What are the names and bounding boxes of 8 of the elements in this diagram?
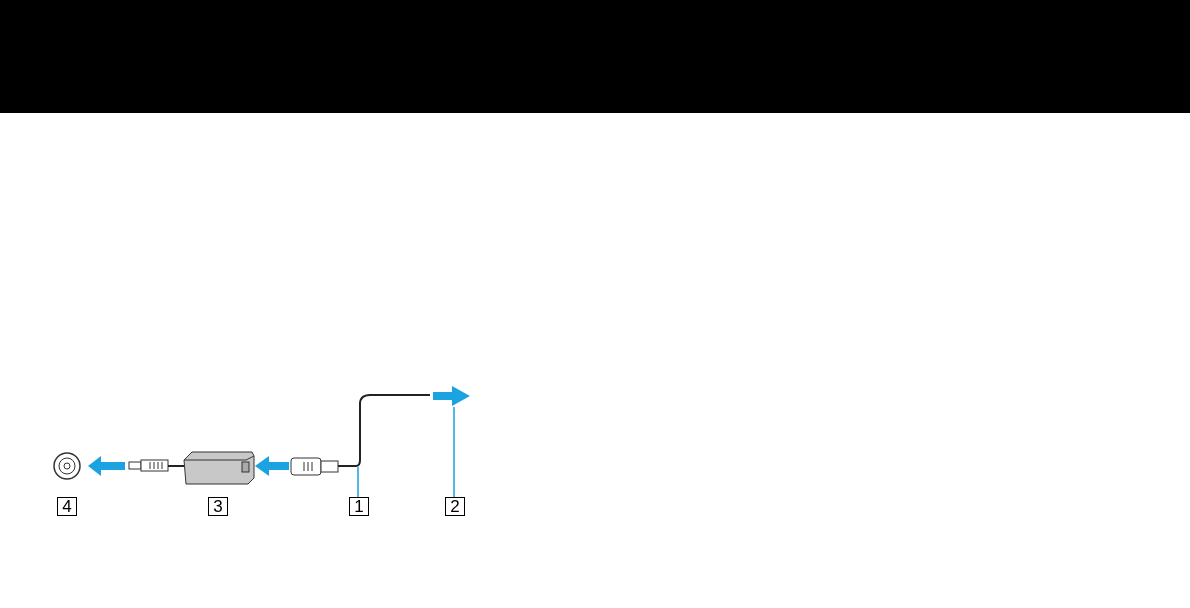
power-cord (337, 394, 431, 467)
callout-number: 4 (57, 497, 77, 516)
callout-number: 2 (445, 497, 465, 516)
leader-line (453, 406, 455, 498)
callout-number: 3 (208, 497, 228, 516)
arrow (433, 386, 470, 406)
leader-line (357, 466, 359, 498)
callout-number: 1 (349, 497, 369, 516)
